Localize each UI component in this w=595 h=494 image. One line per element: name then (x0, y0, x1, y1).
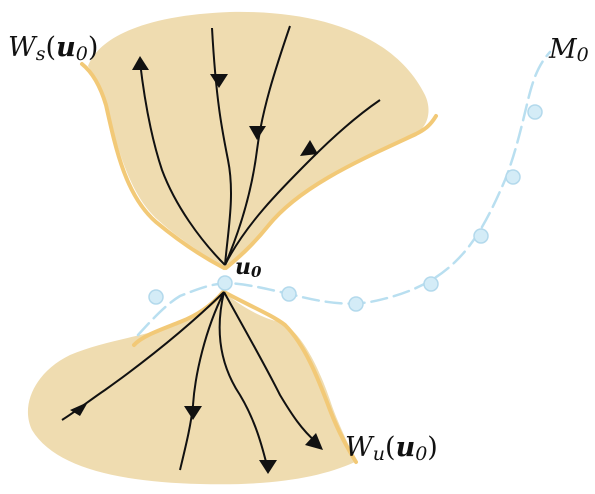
center-dot (423, 276, 439, 292)
arrowhead-down-icon (184, 406, 202, 420)
stable-manifold-edge-left (80, 62, 226, 270)
unstable-subscript: u (373, 443, 385, 465)
stable-close-paren: ) (88, 32, 99, 63)
unstable-trajectory (218, 291, 269, 471)
unstable-open-paren: ( (385, 432, 396, 463)
arrowhead-down-icon (210, 74, 228, 88)
center-manifold-label: M0 (548, 34, 589, 66)
stable-letter: W (8, 32, 38, 63)
equilibrium-label: u0 (235, 254, 262, 281)
stable-manifold-label: Ws(u0) (8, 32, 98, 65)
unstable-trajectories (61, 291, 317, 471)
unstable-trajectory (179, 291, 225, 471)
equilibrium-letter: u (235, 254, 251, 280)
unstable-close-paren: ) (427, 432, 438, 463)
center-subscript: 0 (577, 44, 589, 66)
center-dot (348, 296, 364, 312)
unstable-manifold-label: Wu(u0) (345, 432, 438, 465)
arrowhead-down-icon (259, 460, 277, 474)
center-letter: M (548, 34, 578, 65)
unstable-arrowheads (70, 402, 323, 474)
arrowhead-down-right-icon (305, 433, 323, 450)
stable-argument: u (56, 32, 76, 63)
arrowhead-up-icon (132, 56, 149, 70)
equilibrium-subscript: 0 (251, 263, 262, 281)
center-dot (281, 286, 297, 302)
center-manifold-curve (136, 50, 552, 337)
center-dot (505, 169, 521, 185)
stable-open-paren: ( (46, 32, 57, 63)
center-dot (527, 104, 543, 120)
unstable-argument: u (396, 432, 416, 463)
unstable-argument-subscript: 0 (415, 443, 427, 465)
unstable-letter: W (345, 432, 375, 463)
arrowhead-down-icon (249, 126, 266, 140)
stable-trajectory (139, 61, 226, 266)
arrowhead-down-left-icon (300, 140, 318, 156)
stable-arrowheads (132, 56, 318, 156)
center-manifold-dots (148, 104, 543, 312)
stable-trajectory (224, 25, 291, 266)
center-dot (148, 289, 164, 305)
center-dot (217, 275, 233, 291)
stable-subscript: s (36, 43, 46, 65)
stable-trajectory (224, 99, 381, 266)
stable-argument-subscript: 0 (76, 43, 88, 65)
unstable-manifold-edge-right (222, 290, 358, 464)
unstable-manifold-region (27, 292, 356, 485)
arrowhead-down-left-icon (70, 402, 88, 416)
unstable-trajectory (223, 291, 317, 443)
stable-manifold-edge-right (224, 114, 438, 270)
center-dot (473, 228, 489, 244)
